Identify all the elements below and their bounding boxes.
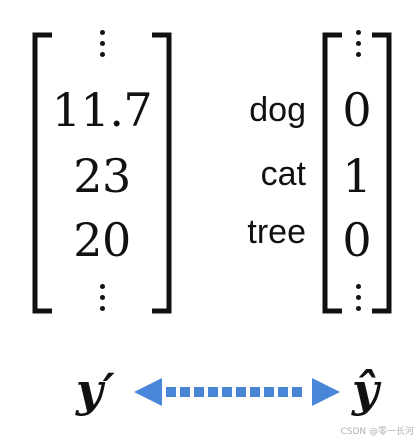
arrow-right-head xyxy=(312,378,340,406)
arrow-dash-0 xyxy=(166,387,176,397)
arrow-dashes xyxy=(166,387,302,397)
right-vector-bottom-ellipsis xyxy=(348,284,368,311)
arrow-dash-8 xyxy=(278,387,288,397)
left-vector-value-2: 23 xyxy=(73,149,131,203)
left-vector-value-1: 11.7 xyxy=(51,83,153,137)
arrow-dash-2 xyxy=(194,387,204,397)
arrow-dash-4 xyxy=(222,387,232,397)
right-vector-open-bracket xyxy=(320,32,342,314)
double-headed-dashed-arrow xyxy=(132,374,342,414)
arrow-left-head xyxy=(134,378,162,406)
right-vector-value-cat: 1 xyxy=(342,149,372,203)
y-hat-symbol: ŷ xyxy=(352,363,379,417)
left-vector-close-bracket xyxy=(152,32,174,314)
class-label-cat: cat xyxy=(260,155,306,193)
class-label-dog: dog xyxy=(249,91,306,129)
arrow-dash-1 xyxy=(180,387,190,397)
arrow-dash-9 xyxy=(292,387,302,397)
y-prime-symbol: y′ xyxy=(76,363,115,417)
left-vector-open-bracket xyxy=(30,32,52,314)
class-label-tree: tree xyxy=(247,213,306,251)
right-vector-value-tree: 0 xyxy=(342,213,372,267)
arrow-dash-7 xyxy=(264,387,274,397)
left-vector-top-ellipsis xyxy=(92,30,112,57)
right-vector-top-ellipsis xyxy=(348,30,368,57)
arrow-dash-3 xyxy=(208,387,218,397)
arrow-dash-5 xyxy=(236,387,246,397)
arrow-dash-6 xyxy=(250,387,260,397)
right-vector-close-bracket xyxy=(372,32,394,314)
left-vector-bottom-ellipsis xyxy=(92,284,112,311)
watermark: CSDN @零一长河 xyxy=(340,427,414,437)
right-vector-value-dog: 0 xyxy=(342,83,372,137)
left-vector-value-3: 20 xyxy=(73,213,131,267)
